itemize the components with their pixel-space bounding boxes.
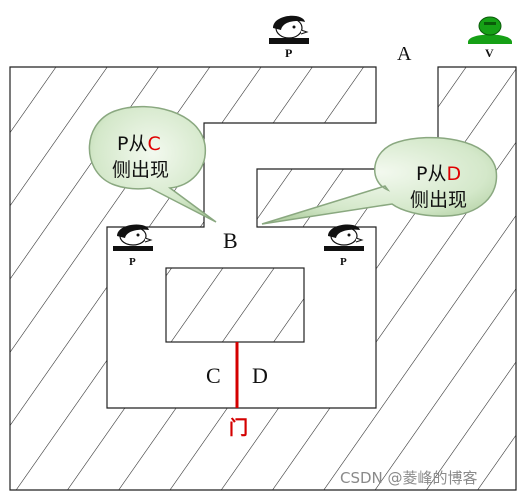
label-d: D	[252, 363, 268, 388]
label-b: B	[223, 228, 238, 253]
person-icon-right: P	[324, 224, 364, 268]
person-top-label: P	[285, 46, 292, 60]
person-icon-left: P	[113, 224, 153, 268]
door-label: 门	[229, 416, 248, 439]
person-left-label: P	[129, 256, 136, 268]
watermark: CSDN @菱峰的博客	[340, 469, 478, 487]
label-c: C	[206, 363, 221, 388]
person-icon-v: V	[468, 16, 512, 60]
person-v-label: V	[485, 46, 494, 60]
person-icon-top: P	[269, 15, 309, 60]
person-right-label: P	[340, 256, 347, 268]
callout-left-line1: P从C	[117, 133, 161, 155]
inner-block	[165, 267, 305, 343]
callout-right: P从D 侧出现	[261, 136, 498, 225]
callout-right-line1: P从D	[416, 163, 461, 185]
label-a: A	[397, 43, 412, 65]
callout-right-line2: 侧出现	[410, 189, 467, 211]
callout-left-line2: 侧出现	[112, 159, 169, 181]
callout-left: P从C 侧出现	[88, 105, 217, 223]
